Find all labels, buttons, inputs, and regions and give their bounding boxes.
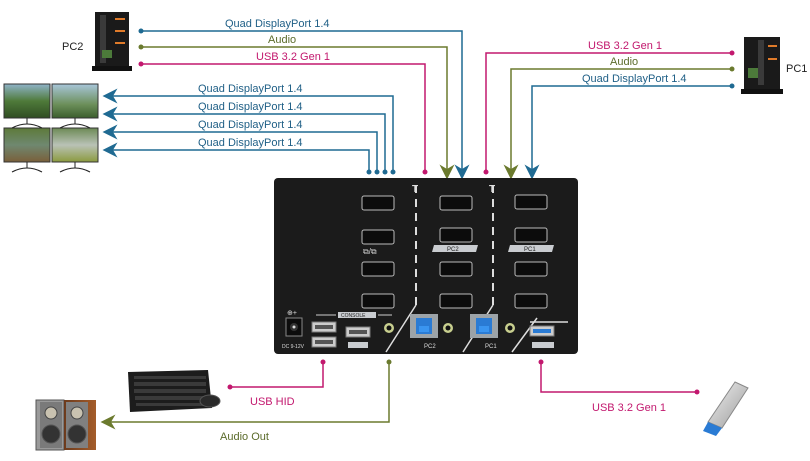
pc2-port-label: PC2 xyxy=(447,247,459,253)
monitor-displayport-label-2: Quad DisplayPort 1.4 xyxy=(198,101,303,113)
dc-power-jack: ⊕+ xyxy=(285,310,303,337)
pc2-port-label-plate xyxy=(432,245,478,252)
svg-text:T: T xyxy=(412,184,418,195)
pc2-audio-line xyxy=(138,44,455,180)
pc1-usb-b-port xyxy=(470,314,498,338)
pc2-bottom-label: PC2 xyxy=(424,344,436,350)
pc2-dp-port-3 xyxy=(439,261,473,277)
audio-out-label: Audio Out xyxy=(220,431,269,443)
pc1-bottom-label: PC1 xyxy=(485,344,497,350)
monitor-displayport-line-4 xyxy=(102,142,372,175)
quad-monitor-icon xyxy=(3,83,99,173)
console-usb-port-1 xyxy=(311,321,337,333)
svg-text:T: T xyxy=(489,184,495,195)
pc1-usb-label: USB 3.2 Gen 1 xyxy=(588,40,662,52)
pc2-usb-label: USB 3.2 Gen 1 xyxy=(256,51,330,63)
pc2-audio-jack xyxy=(443,323,453,333)
console-usb-port-2 xyxy=(311,336,337,348)
console-dp-port-4 xyxy=(361,293,395,309)
pc1-port-label: PC1 xyxy=(524,247,536,253)
monitor-displayport-label-3: Quad DisplayPort 1.4 xyxy=(198,119,303,131)
usb-hid-label: USB HID xyxy=(250,396,295,408)
monitor-displayport-label-1: Quad DisplayPort 1.4 xyxy=(198,83,303,95)
pc1-port-label-plate xyxy=(508,245,554,252)
pc1-usb-line xyxy=(483,50,735,175)
pc1-displayport-label: Quad DisplayPort 1.4 xyxy=(582,73,687,85)
console-label: CONSOLE xyxy=(341,313,366,319)
svg-text:⊕+: ⊕+ xyxy=(287,310,297,317)
monitor-displayport-line-3 xyxy=(102,124,380,175)
pc1-dp-port-4 xyxy=(514,293,548,309)
pc2-displayport-label: Quad DisplayPort 1.4 xyxy=(225,18,330,30)
pc2-dp-port-1 xyxy=(439,195,473,211)
pc1-dp-port-1 xyxy=(514,194,548,210)
pc2-dp-port-2 xyxy=(439,227,473,243)
usb-hid-port-label xyxy=(348,342,368,348)
usb-storage-label: USB 3.2 Gen 1 xyxy=(592,402,666,414)
console-usb-port-3 xyxy=(345,326,371,338)
speakers-icon xyxy=(35,399,96,451)
console-dp-port-3 xyxy=(361,261,395,277)
kvm-switch-rear-panel: T T xyxy=(274,178,578,354)
monitor-displayport-line-2 xyxy=(102,106,388,175)
pc1-audio-label: Audio xyxy=(610,56,638,68)
pc2-displayport-line xyxy=(138,28,470,180)
pc2-audio-label: Audio xyxy=(268,34,296,46)
pc1-dp-port-2 xyxy=(514,227,548,243)
audio-out-line xyxy=(100,359,392,430)
pc2-label: PC2 xyxy=(62,41,83,53)
console-label-plate xyxy=(316,312,392,318)
usb-a-storage-port xyxy=(529,325,555,348)
pc2-usb-line xyxy=(138,61,428,175)
usb-hid-line xyxy=(227,359,326,390)
console-dp-port-1 xyxy=(361,195,395,211)
monitor-displayport-line-1 xyxy=(102,88,396,175)
dc-voltage-label: DC 9-12V xyxy=(282,344,305,350)
pc1-dp-port-3 xyxy=(514,261,548,277)
console-dp-port-2 xyxy=(361,229,395,245)
pc1-audio-line xyxy=(503,66,735,180)
pc1-displayport-line xyxy=(524,83,735,180)
pc2-dp-port-4 xyxy=(439,293,473,309)
monitor-symbol-label: ⧉/⧉ xyxy=(363,247,377,256)
pc2-tower-icon xyxy=(92,12,132,71)
console-audio-jack xyxy=(384,323,394,333)
pc2-usb-b-port xyxy=(410,314,438,338)
pc1-audio-jack xyxy=(505,323,515,333)
usb-storage-line xyxy=(538,359,700,395)
pc1-label: PC1 xyxy=(786,63,807,75)
pc1-tower-icon xyxy=(741,37,783,94)
usb-flash-drive-icon xyxy=(703,381,749,436)
monitor-displayport-label-4: Quad DisplayPort 1.4 xyxy=(198,137,303,149)
keyboard-mouse-icon xyxy=(128,370,221,412)
